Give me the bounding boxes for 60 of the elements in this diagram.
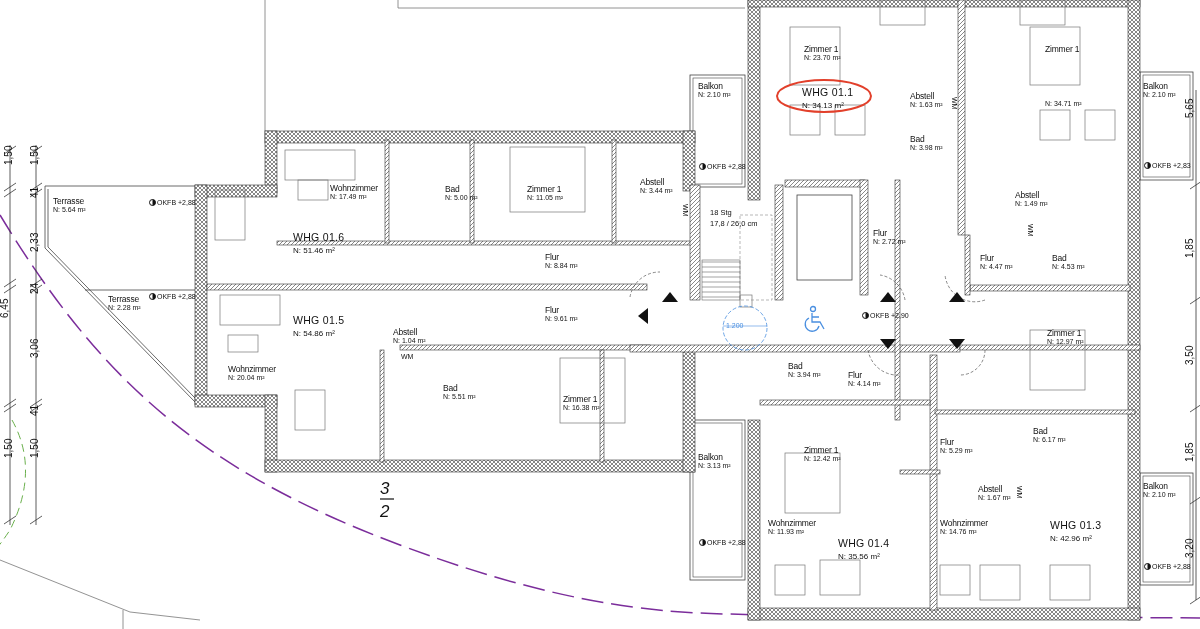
room-name: Abstell: [640, 178, 666, 187]
dimension-text: 1,85: [1185, 442, 1195, 462]
dimension-text: 41: [30, 186, 40, 198]
room-name: Balkon: [698, 453, 724, 462]
apartment-name: WHG 01.3: [1050, 520, 1102, 531]
dimension-text: 5,65: [1185, 98, 1195, 118]
room-name: Wohnzimmer: [940, 519, 988, 528]
dimension-text: 1,85: [1185, 238, 1195, 258]
dimension-text: 1,50: [4, 438, 14, 458]
dimension-text: 3,06: [30, 338, 40, 358]
dimension-text: 3,50: [1185, 345, 1195, 365]
apartment-name: WHG 01.4: [838, 538, 890, 549]
room-area: N: 35.56 m²: [838, 553, 890, 562]
room-name: Flur: [940, 438, 955, 447]
room-name: Zimmer 1: [1047, 329, 1083, 338]
room-name: Bad: [1033, 427, 1049, 436]
room-name: Wohnzimmer: [330, 184, 378, 193]
room-name: Zimmer 1: [804, 446, 840, 455]
dimension-text: 41: [30, 404, 40, 416]
room-name: Balkon: [698, 82, 724, 91]
apartment-name: WHG 01.1: [802, 87, 854, 98]
room-name: Zimmer 1: [563, 395, 599, 404]
room-area: N: 54.86 m²: [293, 330, 345, 339]
room-area: N: 34.13 m²: [802, 102, 854, 111]
dimension-text: 2,33: [30, 232, 40, 252]
dimension-text: 6,45: [0, 298, 10, 318]
room-name: Zimmer 1: [527, 185, 563, 194]
room-name: Wohnzimmer: [228, 365, 276, 374]
apartment-name: WHG 01.6: [293, 232, 345, 243]
dimension-text: 1,50: [30, 145, 40, 165]
room-name: Flur: [873, 229, 888, 238]
room-name: Bad: [910, 135, 926, 144]
room-name: Zimmer 1: [804, 45, 840, 54]
room-name: Abstell: [910, 92, 936, 101]
room-area: N: 42.96 m²: [1050, 535, 1102, 544]
room-name: Bad: [1052, 254, 1068, 263]
room-name: Wohnzimmer: [768, 519, 816, 528]
room-name: Bad: [445, 185, 461, 194]
room-name: Terrasse: [53, 197, 85, 206]
room-name: Abstell: [1015, 191, 1041, 200]
dimension-text: 1,50: [30, 438, 40, 458]
room-name: Balkon: [1143, 82, 1169, 91]
room-name: Terrasse: [108, 295, 140, 304]
room-name: Flur: [545, 306, 560, 315]
room-name: Bad: [443, 384, 459, 393]
dimension-text: 3,20: [1185, 538, 1195, 558]
apartment-name: WHG 01.5: [293, 315, 345, 326]
room-name: Flur: [980, 254, 995, 263]
room-name: Bad: [788, 362, 804, 371]
fraction-text: 3: [380, 480, 390, 497]
dimension-text: 24: [30, 282, 40, 294]
room-name: Abstell: [393, 328, 419, 337]
room-name: Flur: [848, 371, 863, 380]
room-name: Balkon: [1143, 482, 1169, 491]
dimension-text: 1,50: [4, 145, 14, 165]
room-name: Flur: [545, 253, 560, 262]
room-name: Zimmer 1: [1045, 45, 1080, 54]
room-area: N: 51.46 m²: [293, 247, 345, 256]
room-name: Abstell: [978, 485, 1004, 494]
fraction-text: 2: [380, 503, 390, 520]
